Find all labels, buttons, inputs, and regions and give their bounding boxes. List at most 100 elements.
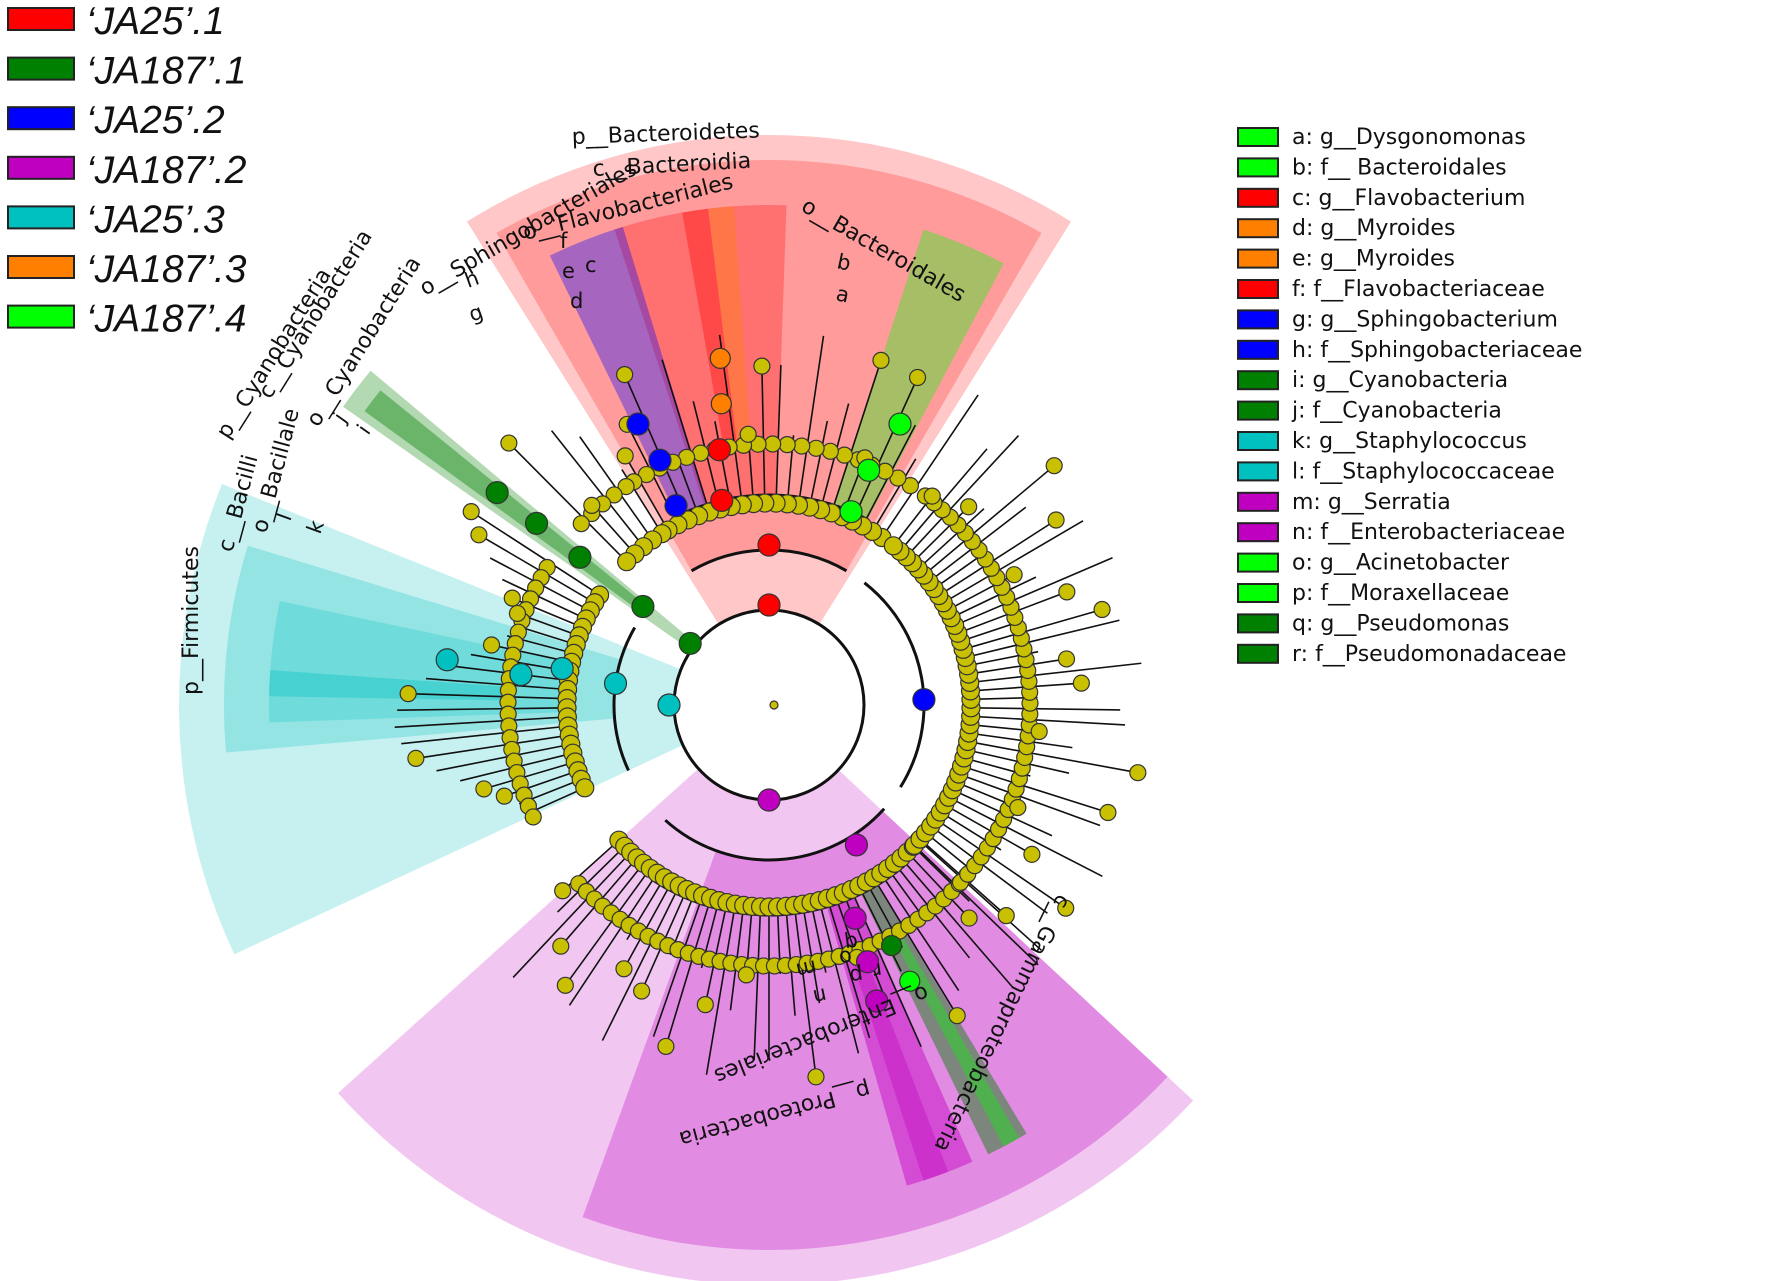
taxa-swatch: [1237, 552, 1279, 573]
node-443: [707, 438, 731, 462]
clade-letter-r: r: [871, 958, 883, 983]
taxa-label: c: g__Flavobacterium: [1292, 186, 1525, 211]
node-469: [899, 970, 921, 992]
branch-375: [968, 658, 1067, 675]
clade-letter-p: p: [848, 963, 865, 989]
node-388: [1093, 600, 1111, 619]
branch-lines: [394, 334, 1142, 1077]
node-451: [888, 412, 912, 436]
taxa-swatch: [1237, 218, 1279, 239]
branch-36: [761, 366, 766, 504]
clade-label-c_cyanobacteria: c__Cyanobacteria: [254, 226, 378, 404]
taxa-swatch: [1237, 309, 1279, 330]
node-62: [616, 365, 634, 384]
node-278: [948, 1007, 966, 1025]
ring-class-bacilli: [612, 626, 637, 772]
node-179: [552, 937, 570, 955]
taxa-label: r: f__Pseudomonadaceae: [1292, 642, 1566, 667]
node-39: [753, 357, 771, 375]
clade-letter-g: g: [466, 300, 487, 327]
branch-187: [568, 872, 658, 1006]
branch-338: [961, 765, 1109, 814]
taxa-label: j: f__Cyanobacteria: [1291, 399, 1502, 424]
group-label: ‘JA25’.3: [86, 198, 225, 241]
taxa-swatch: [1237, 491, 1279, 512]
node-460: [524, 511, 549, 535]
taxa-label: k: g__Staphylococcus: [1292, 429, 1527, 454]
node-95: [470, 526, 488, 544]
taxa-swatch: [1237, 248, 1279, 269]
branch-253: [818, 900, 860, 1054]
clade-wedge-bacillale-9: [269, 601, 564, 723]
branch-217: [704, 902, 728, 1005]
node-448: [626, 412, 650, 436]
branch-210: [665, 898, 712, 1047]
node-429: [960, 498, 978, 516]
branch-301: [913, 844, 1039, 966]
clade-letter-o: o: [838, 945, 854, 971]
node-378: [1057, 650, 1076, 668]
node-464: [844, 833, 869, 857]
group-label: ‘JA187’.1: [86, 50, 246, 93]
branch-352: [968, 732, 1073, 749]
node-455: [509, 662, 533, 687]
branch-183: [564, 867, 651, 986]
node-454: [550, 656, 574, 681]
taxa-label: o: g__Acinetobacter: [1292, 551, 1510, 576]
node-442: [710, 488, 734, 512]
clade-letter-j: j: [328, 408, 352, 427]
node-457: [678, 631, 702, 656]
node-307: [997, 907, 1015, 925]
clade-label-firmicutes: p__Firmicutes: [179, 546, 204, 695]
branch-129: [408, 692, 568, 700]
branch-372: [969, 662, 1142, 684]
branch-382: [965, 619, 1120, 659]
node-452: [657, 693, 681, 717]
node-358: [1030, 722, 1048, 741]
node-371: [1072, 674, 1090, 692]
node-461: [485, 480, 509, 505]
node-43: [739, 425, 757, 443]
group-swatch: [7, 7, 75, 31]
branch-146: [436, 743, 572, 772]
node-164: [575, 778, 595, 798]
taxa-swatch: [1237, 187, 1279, 208]
node-159: [495, 787, 513, 805]
node-83: [583, 496, 601, 515]
node-462: [912, 687, 936, 712]
branch-231: [753, 906, 762, 1061]
branch-136: [394, 716, 568, 729]
node-12: [908, 368, 927, 387]
node-467: [865, 989, 889, 1013]
node-132: [399, 685, 417, 703]
branch-311: [930, 825, 1048, 914]
node-468: [880, 934, 903, 957]
branch-279: [880, 872, 960, 991]
branch-335: [958, 773, 1101, 827]
branch-314: [935, 818, 1067, 909]
node-26: [807, 439, 825, 457]
taxa-label: i: g__Cyanobacteria: [1292, 368, 1508, 393]
taxa-swatch: [1237, 461, 1279, 482]
branch-17: [830, 360, 882, 514]
taxa-swatch: [1237, 431, 1279, 451]
node-440: [757, 593, 781, 617]
taxa-swatch: [1237, 400, 1279, 421]
branch-133: [397, 707, 568, 711]
clade-wedge-p_cyanobacteria-13: [861, 885, 1027, 1155]
branch-207: [652, 895, 704, 1037]
clade-band-1: [682, 208, 737, 445]
node-324: [1023, 845, 1041, 863]
node-450: [857, 458, 881, 482]
group-swatch: [7, 56, 75, 81]
branch-288: [900, 857, 1014, 988]
branch-24: [808, 420, 829, 508]
node-230: [737, 966, 755, 984]
node-334: [1009, 798, 1027, 817]
branch-409: [938, 519, 1057, 597]
branch-139: [401, 725, 569, 745]
group-swatch: [7, 205, 75, 230]
branch-433: [899, 448, 988, 552]
taxa-label: m: g__Serratia: [1292, 490, 1451, 515]
